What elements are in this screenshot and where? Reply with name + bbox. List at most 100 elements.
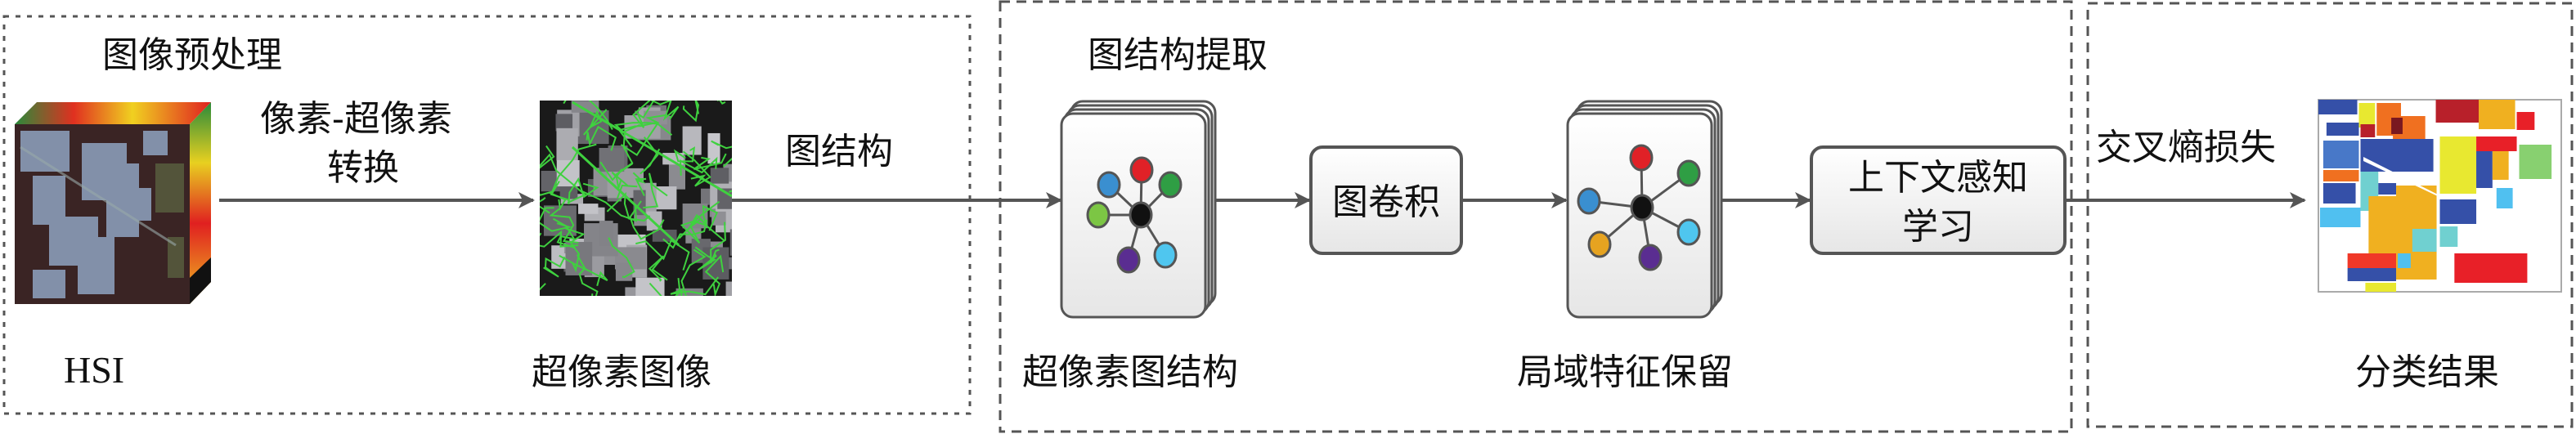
superpixel-boundary [704, 254, 725, 296]
superpixel-boundary [632, 172, 647, 197]
superpixel-boundary [680, 156, 718, 176]
hsi-cube-image [15, 102, 211, 304]
class-region [2365, 283, 2397, 292]
superpixel-boundary [543, 256, 566, 278]
superpixel-boundary [540, 207, 572, 232]
class-region [2439, 226, 2458, 247]
class-region [2326, 123, 2359, 136]
superpixel-boundary [643, 172, 668, 209]
class-region [2360, 124, 2376, 137]
superpixel-boundary [563, 101, 567, 105]
superpixel-boundary [577, 189, 638, 222]
graph-node [1676, 218, 1701, 246]
graph-extraction-title: 图结构提取 [1088, 34, 1268, 76]
graph-node [1153, 241, 1178, 269]
superpixel-boundary [632, 101, 654, 128]
class-region [2347, 268, 2397, 281]
superpixel-boundary [702, 204, 725, 241]
context-label-line2: 学习 [1902, 206, 1974, 248]
class-region [2322, 183, 2356, 204]
superpixel-boundary [591, 293, 594, 296]
class-region [2318, 100, 2358, 114]
class-region [2347, 253, 2397, 268]
classification-map-image [2318, 99, 2562, 293]
superpixel-boundary [611, 171, 638, 199]
superpixel-boundary [549, 208, 579, 244]
context-label-line1: 上下文感知 [1848, 157, 2028, 199]
superpixel-boundary [670, 276, 720, 296]
superpixel-boundary [613, 122, 657, 133]
class-region [2319, 208, 2361, 227]
class-region [2439, 136, 2477, 194]
pixel-superpixel-label-line2: 转换 [327, 147, 399, 189]
class-region [2496, 188, 2513, 208]
class-region [2412, 229, 2437, 252]
context-learning-box: 上下文感知 学习 [1810, 145, 2067, 255]
superpixel-boundary [586, 125, 617, 151]
graph-structure-label: 图结构 [785, 131, 893, 172]
graph-node [1158, 171, 1183, 199]
superpixel-boundary [680, 248, 707, 296]
superpixel-boundary [711, 140, 732, 168]
class-region [2476, 151, 2493, 188]
class-region [2358, 103, 2376, 128]
superpixel-boundary [682, 101, 700, 123]
superpixel-image-label: 超像素图像 [532, 351, 711, 393]
class-region [2476, 136, 2517, 151]
superpixel-boundary [540, 145, 555, 196]
preprocess-section [2, 15, 972, 415]
superpixel-graph-card-stack [1060, 100, 1217, 319]
graph-node [1097, 171, 1121, 199]
class-region [2398, 253, 2411, 268]
superpixel-boundary [710, 221, 726, 264]
class-region [2322, 141, 2359, 168]
superpixel-boundary [729, 190, 732, 193]
class-region [2516, 112, 2535, 130]
graph-center-node [1129, 201, 1153, 229]
cross-entropy-label: 交叉熵损失 [2096, 127, 2276, 168]
classification-result-label: 分类结果 [2355, 351, 2499, 393]
superpixel-boundary [614, 130, 634, 177]
graph-node [1676, 159, 1701, 187]
superpixel-boundary [540, 197, 550, 214]
superpixel-boundary [608, 237, 635, 279]
graph-node [1086, 201, 1111, 229]
class-region [2378, 183, 2397, 195]
superpixel-boundary [565, 227, 586, 273]
graph-extraction-section [999, 0, 2073, 433]
class-region [2391, 118, 2403, 134]
superpixel-boundary [568, 177, 599, 205]
class-region [2519, 145, 2552, 179]
class-region [2439, 199, 2477, 224]
superpixel-boundary [650, 101, 680, 121]
superpixel-boundary [687, 200, 720, 230]
superpixel-boundary [635, 239, 690, 271]
class-region [2435, 100, 2480, 123]
graph-node [1638, 244, 1663, 271]
preprocess-title: 图像预处理 [102, 34, 282, 76]
graph-node [1587, 230, 1612, 258]
graph-node [1129, 156, 1154, 184]
graph-node [1577, 187, 1601, 215]
class-region [2492, 151, 2509, 180]
class-region [2360, 139, 2434, 172]
graph-conv-label: 图卷积 [1332, 181, 1440, 223]
superpixel-boundary [550, 143, 597, 201]
hsi-label: HSI [64, 349, 124, 391]
superpixel-boundary [617, 121, 673, 148]
superpixel-boundary [576, 253, 599, 296]
graph-conv-box: 图卷积 [1309, 145, 1463, 255]
graph-node [1116, 246, 1141, 274]
superpixel-boundary [662, 219, 708, 249]
superpixel-boundary [673, 146, 696, 163]
superpixel-boundary [694, 246, 717, 271]
superpixel-boundary [540, 230, 579, 248]
class-region [2454, 253, 2528, 283]
classification-section [2086, 2, 2574, 428]
superpixel-boundary [620, 114, 666, 156]
superpixel-boundary [682, 150, 711, 187]
superpixel-graph-label: 超像素图结构 [1022, 351, 1238, 393]
superpixel-boundary [716, 101, 726, 105]
local-feature-card-stack [1566, 100, 1723, 319]
